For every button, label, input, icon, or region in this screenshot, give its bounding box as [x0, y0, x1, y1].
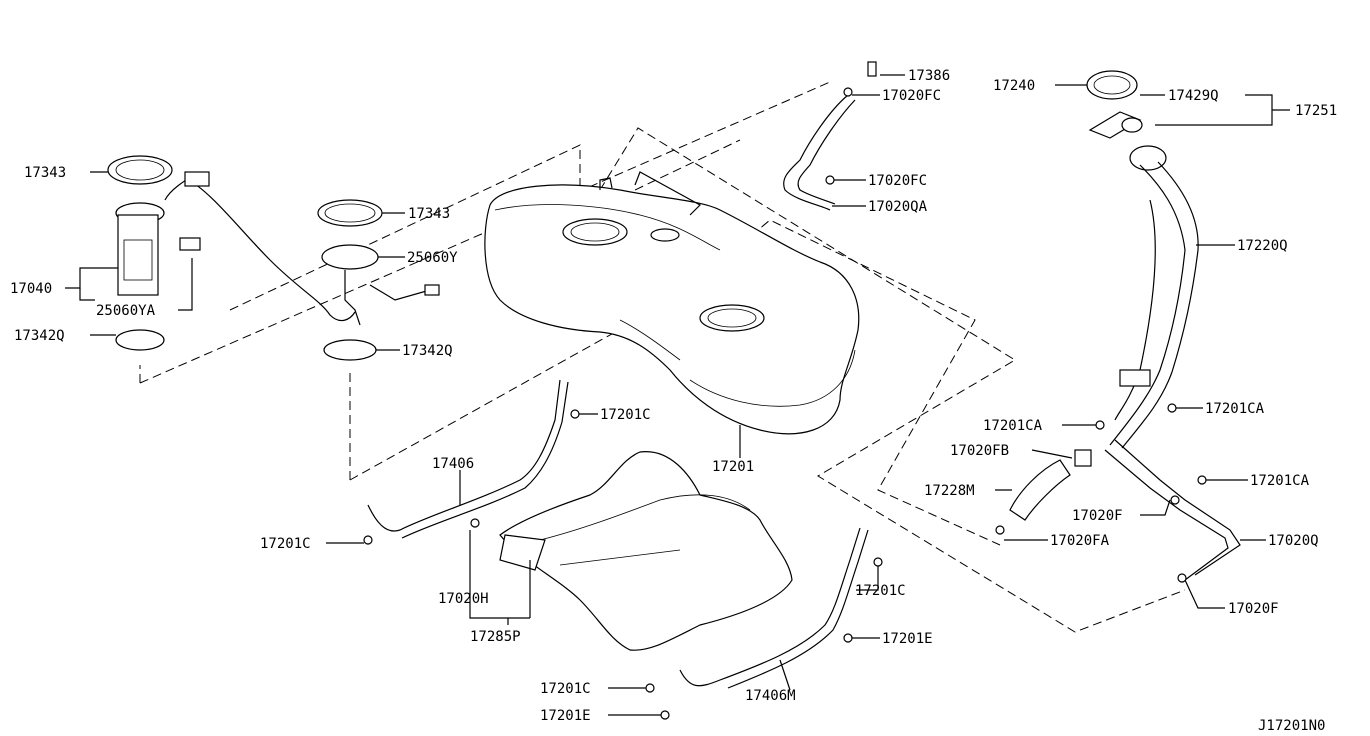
label-17406[interactable]: 17406 — [432, 456, 474, 472]
label-17040[interactable]: 17040 — [10, 281, 52, 297]
label-25060ya[interactable]: 25060YA — [96, 303, 156, 319]
part-labels: 17343 17040 25060YA 17342Q 17343 25060Y … — [10, 68, 1337, 734]
pump-harness — [184, 177, 356, 322]
label-17343-a[interactable]: 17343 — [24, 165, 66, 181]
label-17406m[interactable]: 17406M — [745, 688, 796, 704]
label-17201ca-a[interactable]: 17201CA — [983, 418, 1043, 434]
label-17201ca-c[interactable]: 17201CA — [1250, 473, 1310, 489]
label-17240[interactable]: 17240 — [993, 78, 1035, 94]
label-17342q-b[interactable]: 17342Q — [402, 343, 453, 359]
label-17020fc-b[interactable]: 17020FC — [868, 173, 927, 189]
label-17201e-b[interactable]: 17201E — [540, 708, 591, 724]
vent-hose[interactable] — [783, 61, 877, 211]
filler-neck[interactable] — [1086, 70, 1241, 581]
bolts — [363, 403, 1207, 720]
heat-shield[interactable] — [499, 451, 793, 651]
diagram-id: J17201N0 — [1258, 718, 1325, 734]
label-17343-b[interactable]: 17343 — [408, 206, 450, 222]
label-17201c-b[interactable]: 17201C — [260, 536, 311, 552]
label-17201c-c[interactable]: 17201C — [855, 583, 906, 599]
label-17201c-a[interactable]: 17201C — [600, 407, 651, 423]
label-17020fb[interactable]: 17020FB — [950, 443, 1009, 459]
label-17201[interactable]: 17201 — [712, 459, 754, 475]
fuel-level-sender[interactable] — [317, 199, 440, 361]
tank-strap-17406-inner — [401, 381, 569, 539]
label-17251[interactable]: 17251 — [1295, 103, 1337, 119]
label-17429q[interactable]: 17429Q — [1168, 88, 1219, 104]
label-17228m[interactable]: 17228M — [924, 483, 975, 499]
label-17020h[interactable]: 17020H — [438, 591, 489, 607]
label-17201ca-b[interactable]: 17201CA — [1205, 401, 1265, 417]
tank-strap-17406m-inner — [727, 529, 869, 689]
fuel-tank[interactable] — [484, 171, 860, 435]
label-17220q[interactable]: 17220Q — [1237, 238, 1288, 254]
label-17285p[interactable]: 17285P — [470, 629, 521, 645]
label-17201c-d[interactable]: 17201C — [540, 681, 591, 697]
label-17020qa[interactable]: 17020QA — [868, 199, 928, 215]
tank-strap-17406m[interactable] — [679, 527, 861, 687]
hose-clamp[interactable] — [1074, 449, 1092, 467]
leader-lines — [65, 74, 1290, 716]
harness-connector[interactable] — [184, 171, 210, 187]
label-17020q[interactable]: 17020Q — [1268, 533, 1319, 549]
label-17386[interactable]: 17386 — [908, 68, 950, 84]
fuel-pump-assembly[interactable] — [107, 155, 201, 351]
filler-hose[interactable] — [1009, 459, 1071, 521]
label-17342q-a[interactable]: 17342Q — [14, 328, 65, 344]
label-17020f-a[interactable]: 17020F — [1072, 508, 1123, 524]
label-17020f-b[interactable]: 17020F — [1228, 601, 1279, 617]
label-17201e-a[interactable]: 17201E — [882, 631, 933, 647]
label-17020fa[interactable]: 17020FA — [1050, 533, 1110, 549]
label-17020fc-a[interactable]: 17020FC — [882, 88, 941, 104]
label-25060y[interactable]: 25060Y — [407, 250, 458, 266]
tank-strap-17406[interactable] — [367, 379, 561, 532]
